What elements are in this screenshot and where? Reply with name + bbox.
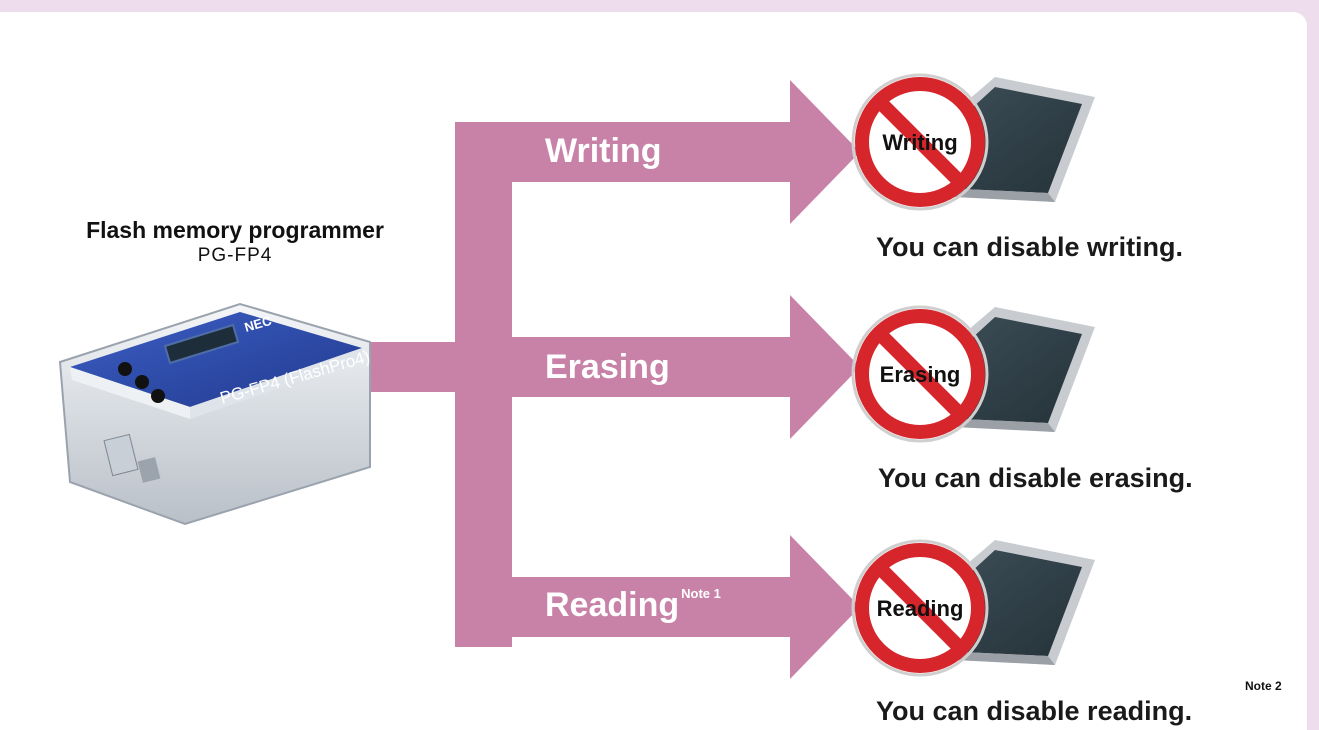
svg-text:NEC: NEC	[243, 313, 274, 335]
arrow-label-erasing: Erasing	[545, 348, 670, 387]
stem-bar	[370, 342, 455, 392]
arrow-reading	[455, 535, 860, 679]
prohibited-label-writing: Writing	[882, 130, 958, 155]
arrow-label-text: Writing	[545, 132, 662, 170]
arrow-erasing	[455, 295, 860, 439]
flow-arrows	[370, 80, 860, 679]
caption-text: You can disable reading.	[876, 696, 1193, 726]
programmer-title: Flash memory programmer	[86, 217, 384, 243]
caption-writing: You can disable writing.	[876, 232, 1183, 263]
diagram-graphics: NEC PG-FP4 (FlashPro4)	[58, 73, 1095, 679]
arrow-label-text: Erasing	[545, 348, 670, 386]
arrow-writing	[455, 80, 860, 224]
arrow-label-writing: Writing	[545, 132, 661, 171]
prohibited-label-erasing: Erasing	[879, 362, 961, 387]
caption-text: You can disable erasing.	[878, 463, 1193, 493]
programmer-device-icon: NEC PG-FP4 (FlashPro4)	[58, 302, 372, 526]
programmer-model: PG-FP4	[197, 245, 273, 266]
caption-erasing: You can disable erasing.	[878, 463, 1193, 494]
caption-reading: You can disable reading.	[876, 696, 1192, 727]
caption-text: You can disable writing.	[876, 232, 1184, 262]
diagram-panel: NEC PG-FP4 (FlashPro4)	[0, 12, 1307, 730]
prohibited-label-reading: Reading	[876, 596, 964, 621]
arrow-label-text: Reading	[545, 586, 680, 624]
prohibited-icon	[851, 73, 989, 677]
arrow-label-note: Note 1	[681, 585, 721, 601]
caption-note: Note 2	[1245, 679, 1282, 693]
